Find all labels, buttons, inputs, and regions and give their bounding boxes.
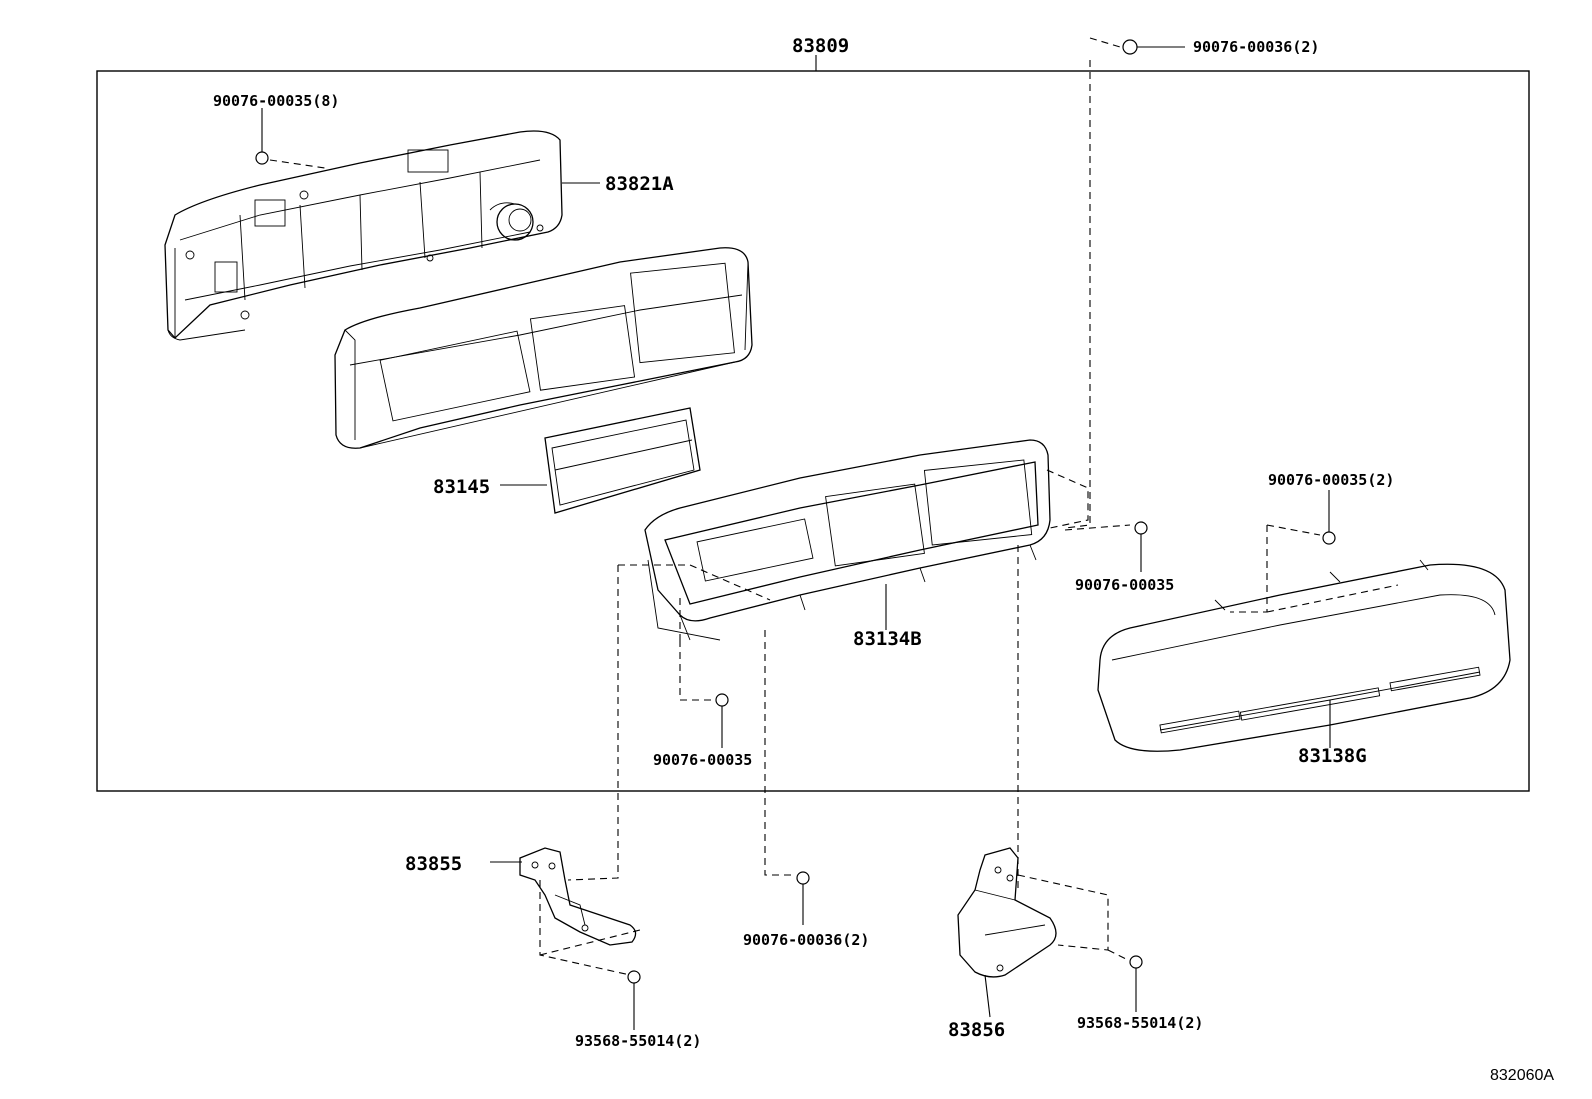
bolt-label-right-bracket: 93568-55014(2)	[1077, 1014, 1203, 1032]
diagram-reference-code: 832060A	[1490, 1067, 1554, 1084]
part-label-bracket-left: 83855	[405, 853, 462, 875]
part-label-dial-frame: 83134B	[853, 628, 922, 650]
screw-icon	[796, 871, 810, 925]
lens-plate-drawing	[544, 407, 701, 514]
front-glass-drawing	[1097, 559, 1511, 752]
screw-label-top-right: 90076-00036(2)	[1193, 38, 1319, 56]
bolt-icon	[1129, 955, 1143, 1012]
screw-icon	[1134, 521, 1148, 572]
alignment-lines	[269, 37, 1399, 976]
bracket-left-drawing	[519, 847, 637, 946]
screw-label-top-left: 90076-00035(8)	[213, 92, 339, 110]
bolt-label-left-bracket: 93568-55014(2)	[575, 1032, 701, 1050]
bolt-icon	[627, 970, 641, 1030]
part-label-bracket-right: 83856	[948, 1019, 1005, 1041]
dial-frame-drawing	[644, 439, 1051, 641]
part-label-rear-case: 83821A	[605, 173, 674, 195]
screw-label-frame-left: 90076-00035	[653, 751, 752, 769]
bracket-right-drawing	[957, 847, 1057, 978]
screw-icon	[1322, 490, 1336, 545]
part-label-front-glass: 83138G	[1298, 745, 1367, 767]
assembly-label: 83809	[792, 35, 849, 57]
screw-label-mid-right: 90076-00035(2)	[1268, 471, 1394, 489]
assembly-boundary-box	[96, 70, 1530, 792]
dial-plate-drawing	[334, 247, 753, 449]
screw-icon	[1122, 39, 1185, 55]
screw-icon	[715, 693, 729, 748]
screw-label-frame-right: 90076-00035	[1075, 576, 1174, 594]
screw-icon	[255, 108, 269, 165]
rear-case-drawing	[164, 130, 563, 341]
part-label-lens-plate: 83145	[433, 476, 490, 498]
screw-label-lower-mid: 90076-00036(2)	[743, 931, 869, 949]
